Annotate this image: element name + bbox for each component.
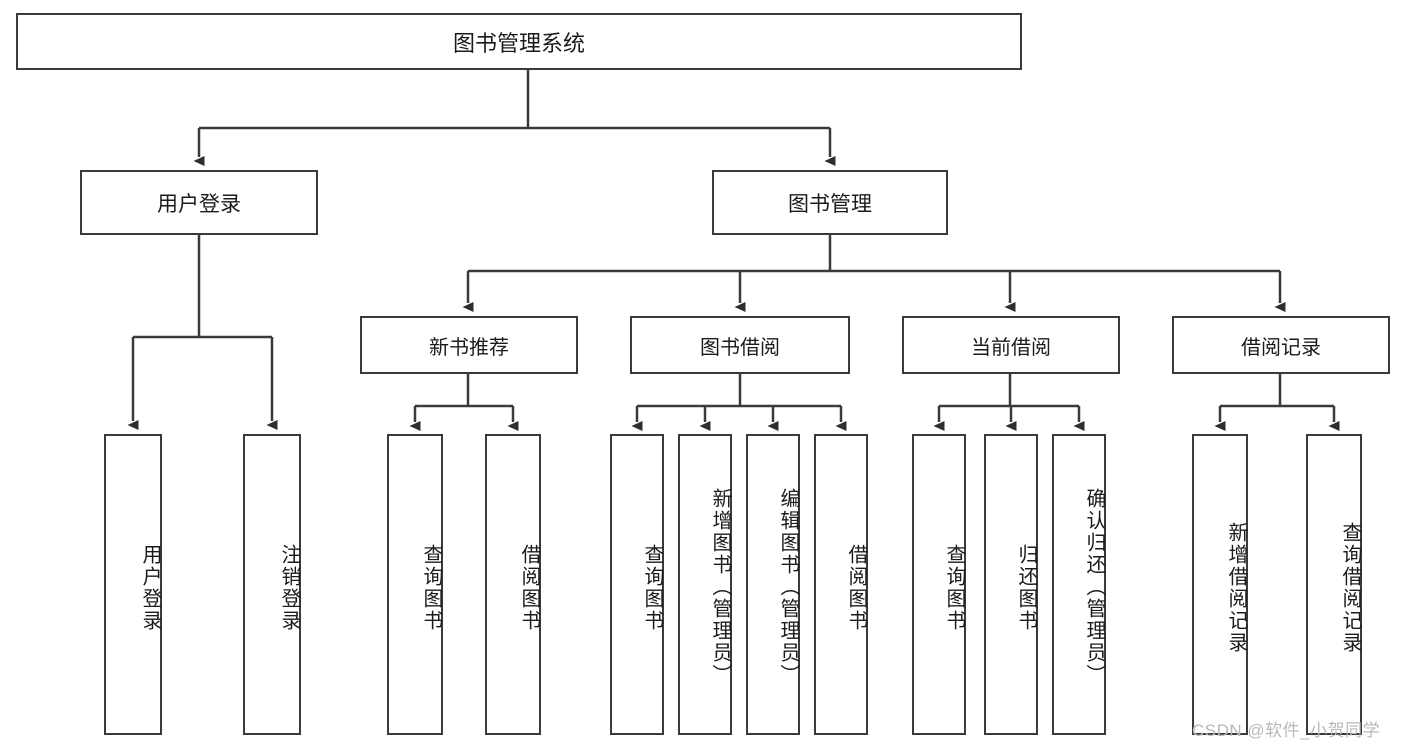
node-nbr-borrow-book[interactable]: 借阅图书 <box>485 434 541 735</box>
node-br-query-record-label: 查询借阅记录 <box>1339 521 1361 654</box>
node-root[interactable]: 图书管理系统 <box>16 13 1022 70</box>
node-bb-edit-book-label: 编辑图书（管理员） <box>777 487 799 686</box>
node-cb-query-book[interactable]: 查询图书 <box>912 434 966 735</box>
node-cb-confirm-return[interactable]: 确认归还（管理员） <box>1052 434 1106 735</box>
node-borrow-record-label: 借阅记录 <box>1241 336 1321 359</box>
node-user-login-do[interactable]: 用户登录 <box>104 434 162 735</box>
node-cb-return-book-label: 归还图书 <box>1015 543 1037 632</box>
node-user-logout-label: 注销登录 <box>278 543 300 632</box>
node-cb-return-book[interactable]: 归还图书 <box>984 434 1038 735</box>
node-nbr-borrow-book-label: 借阅图书 <box>518 543 540 632</box>
node-cb-confirm-return-label: 确认归还（管理员） <box>1083 487 1105 686</box>
node-bb-add-book[interactable]: 新增图书（管理员） <box>678 434 732 735</box>
node-bb-borrow-book[interactable]: 借阅图书 <box>814 434 868 735</box>
node-user-logout[interactable]: 注销登录 <box>243 434 301 735</box>
node-root-label: 图书管理系统 <box>452 30 585 56</box>
node-current-borrow[interactable]: 当前借阅 <box>902 316 1120 374</box>
node-new-book-recommend-label: 新书推荐 <box>429 336 509 359</box>
node-bb-query-book-label: 查询图书 <box>641 543 663 632</box>
node-user-login-label: 用户登录 <box>157 192 241 216</box>
node-current-borrow-label: 当前借阅 <box>971 336 1051 359</box>
node-bb-borrow-book-label: 借阅图书 <box>845 543 867 632</box>
node-book-manage-label: 图书管理 <box>788 192 872 216</box>
node-user-login[interactable]: 用户登录 <box>80 170 318 235</box>
node-br-query-record[interactable]: 查询借阅记录 <box>1306 434 1362 735</box>
node-new-book-recommend[interactable]: 新书推荐 <box>360 316 578 374</box>
csdn-watermark: CSDN @软件_小贺同学 <box>1192 721 1381 740</box>
node-nbr-query-book[interactable]: 查询图书 <box>387 434 443 735</box>
node-user-login-do-label: 用户登录 <box>139 543 161 632</box>
node-borrow-record[interactable]: 借阅记录 <box>1172 316 1390 374</box>
node-bb-add-book-label: 新增图书（管理员） <box>709 487 731 686</box>
node-book-borrow-label: 图书借阅 <box>700 336 780 359</box>
node-br-add-record[interactable]: 新增借阅记录 <box>1192 434 1248 735</box>
node-cb-query-book-label: 查询图书 <box>943 543 965 632</box>
node-br-add-record-label: 新增借阅记录 <box>1225 521 1247 654</box>
node-nbr-query-book-label: 查询图书 <box>420 543 442 632</box>
node-book-manage[interactable]: 图书管理 <box>712 170 948 235</box>
node-bb-query-book[interactable]: 查询图书 <box>610 434 664 735</box>
node-book-borrow[interactable]: 图书借阅 <box>630 316 850 374</box>
node-bb-edit-book[interactable]: 编辑图书（管理员） <box>746 434 800 735</box>
